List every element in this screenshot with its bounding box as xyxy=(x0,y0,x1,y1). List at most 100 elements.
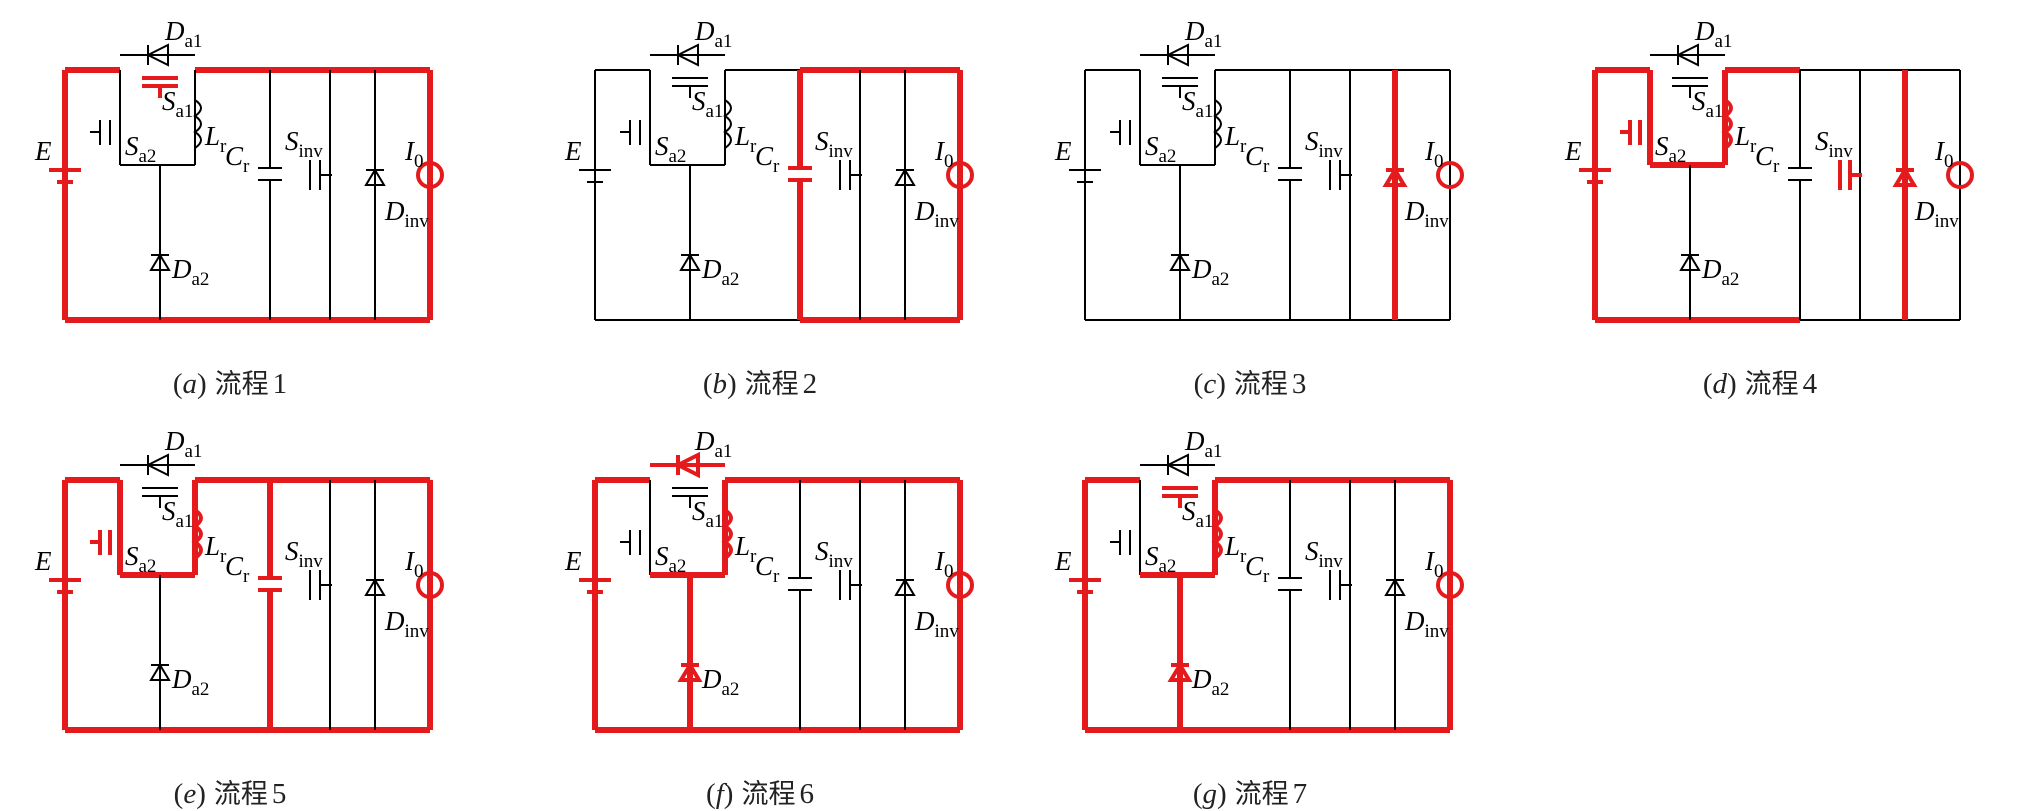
caption-label: 流程 xyxy=(1233,369,1288,400)
switch-sinv-symbol xyxy=(309,160,332,190)
caption-label: 流程 xyxy=(744,369,799,400)
label-sa1: Sa1 xyxy=(1692,86,1723,122)
caption-label: 流程 xyxy=(213,779,268,810)
inductor-lr-symbol xyxy=(1211,508,1223,560)
switch-sinv-symbol xyxy=(839,160,862,190)
inductor-lr-symbol xyxy=(193,99,202,149)
diode-da1-symbol xyxy=(1140,43,1215,67)
switch-sa2-symbol xyxy=(620,120,641,145)
caption-letter: f xyxy=(715,778,724,810)
label-sa1: Sa1 xyxy=(692,496,723,532)
label-da2: Da2 xyxy=(701,254,739,290)
current-source-i0-symbol xyxy=(416,571,444,599)
label-e: E xyxy=(1054,546,1072,576)
capacitor-cr-symbol xyxy=(1278,577,1302,591)
diode-da2-symbol xyxy=(677,661,703,682)
switch-sa1-symbol xyxy=(142,76,178,98)
switch-sa2-symbol xyxy=(90,120,111,145)
capacitor-cr-symbol xyxy=(258,167,282,181)
label-da1: Da1 xyxy=(1184,16,1222,52)
label-sa1: Sa1 xyxy=(692,86,723,122)
switch-sa2-symbol xyxy=(620,530,641,555)
switch-sa2-symbol xyxy=(1620,120,1642,145)
diode-dinv-symbol xyxy=(894,168,916,186)
label-lr: Lr xyxy=(734,531,757,567)
label-sa2: Sa2 xyxy=(655,541,686,577)
label-lr: Lr xyxy=(1734,121,1757,157)
capacitor-cr-symbol xyxy=(788,166,812,182)
label-da1: Da1 xyxy=(164,426,202,462)
label-sinv: Sinv xyxy=(815,126,853,162)
caption-label: 流程 xyxy=(1234,779,1289,810)
label-e: E xyxy=(1564,136,1582,166)
label-sa2: Sa2 xyxy=(1145,541,1176,577)
label-lr: Lr xyxy=(734,121,757,157)
current-source-i0-symbol xyxy=(946,571,974,599)
diode-da1-symbol xyxy=(650,43,725,67)
switch-sinv-symbol xyxy=(839,570,862,600)
label-i0: I0 xyxy=(404,136,424,172)
inductor-lr-symbol xyxy=(191,508,203,560)
label-cr: Cr xyxy=(1245,141,1270,177)
caption-number: 1 xyxy=(272,368,288,400)
diode-dinv-symbol xyxy=(894,578,916,596)
caption-label: 流程 xyxy=(741,779,796,810)
diode-da1-symbol xyxy=(1650,43,1725,67)
caption-number: 6 xyxy=(799,778,814,810)
label-i0: I0 xyxy=(934,546,954,582)
label-sinv: Sinv xyxy=(815,536,853,572)
label-da1: Da1 xyxy=(694,16,732,52)
label-cr: Cr xyxy=(225,551,250,587)
label-lr: Lr xyxy=(1224,531,1247,567)
diode-da2-symbol xyxy=(149,253,171,271)
caption-number: 7 xyxy=(1292,778,1308,810)
current-source-i0-symbol xyxy=(1436,161,1464,189)
label-dinv: Dinv xyxy=(384,606,429,642)
caption-letter: a xyxy=(182,368,198,400)
diode-da1-symbol xyxy=(650,451,725,479)
label-i0: I0 xyxy=(934,136,954,172)
label-da1: Da1 xyxy=(164,16,202,52)
caption-number: 4 xyxy=(1802,368,1818,400)
battery-e-symbol xyxy=(579,578,611,594)
capacitor-cr-symbol xyxy=(1788,167,1812,181)
label-dinv: Dinv xyxy=(914,606,959,642)
inductor-lr-symbol xyxy=(721,508,733,560)
label-dinv: Dinv xyxy=(1404,196,1449,232)
caption-number: 3 xyxy=(1291,368,1307,400)
caption-label: 流程 xyxy=(1744,369,1799,400)
label-i0: I0 xyxy=(1934,136,1954,172)
caption-label: 流程 xyxy=(214,369,269,400)
label-e: E xyxy=(34,136,52,166)
label-sa2: Sa2 xyxy=(125,131,156,167)
label-i0: I0 xyxy=(404,546,424,582)
switch-sinv-symbol xyxy=(1838,160,1862,190)
battery-e-symbol xyxy=(49,168,81,184)
label-dinv: Dinv xyxy=(1914,196,1959,232)
diode-da2-symbol xyxy=(1169,253,1191,271)
label-sa1: Sa1 xyxy=(1182,496,1213,532)
label-da2: Da2 xyxy=(1191,254,1229,290)
diode-dinv-symbol xyxy=(1384,578,1406,596)
label-i0: I0 xyxy=(1424,546,1444,582)
diode-dinv-symbol xyxy=(364,578,386,596)
switch-sinv-symbol xyxy=(309,570,332,600)
current-source-i0-symbol xyxy=(1946,161,1974,189)
